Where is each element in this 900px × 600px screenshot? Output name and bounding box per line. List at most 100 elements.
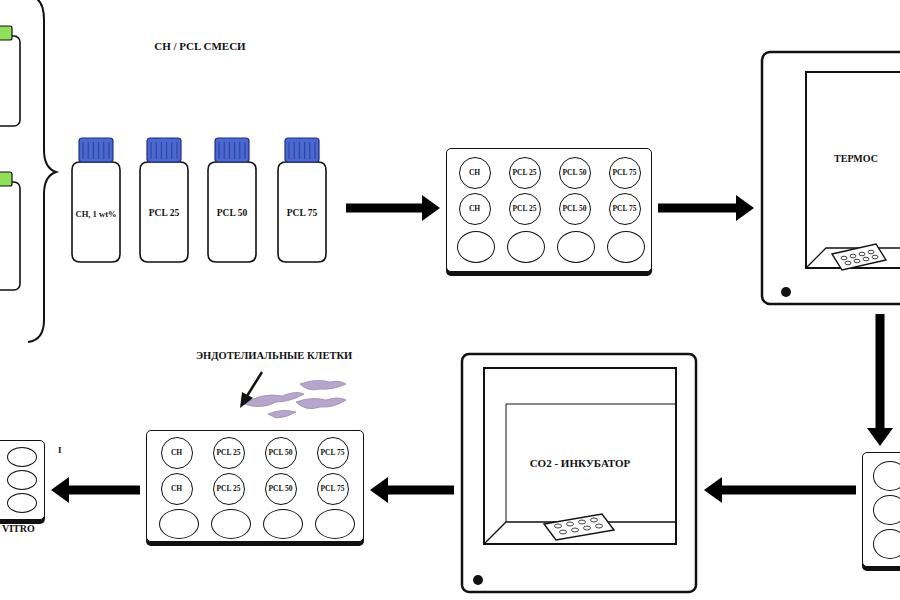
plate-well: PCL 75 [609, 193, 641, 225]
well-label: PCL 75 [321, 449, 345, 457]
plate-well: PCL 25 [213, 437, 245, 469]
well-plate [862, 452, 900, 567]
cells-pointer [240, 372, 262, 408]
well-label: CH [469, 205, 480, 213]
device-label: CO2 - ИНКУБАТОР [530, 458, 631, 470]
text-area: CH [163, 475, 190, 502]
plate-well: PCL 25 [509, 157, 541, 189]
well-label: PCL 75 [613, 169, 637, 177]
empty-well [315, 509, 355, 539]
text-area: CH, 1 wt% [74, 182, 118, 246]
well-label: CH [171, 449, 182, 457]
thermostat-outline [760, 50, 900, 308]
device-label: ТЕРМОС [834, 154, 878, 165]
flow-arrow [370, 477, 454, 503]
plate-well: PCL 50 [265, 473, 297, 505]
text-area: PCL 25 [511, 195, 538, 222]
text-area: PCL 50 [267, 439, 294, 466]
empty-well [873, 495, 900, 525]
well-plate: CH PCL 25 PCL 50 PCL 75 CH PCL 25 PCL 50 PCL 75 [146, 430, 364, 542]
partial-vial [0, 26, 20, 290]
well-label: PCL 50 [563, 169, 587, 177]
text-area: CH [461, 159, 488, 186]
empty-well [607, 231, 645, 263]
empty-well [557, 231, 595, 263]
text-area: PCL 25 [511, 159, 538, 186]
text-area: CO2 - ИНКУБАТОР [490, 450, 670, 478]
plate-well: PCL 75 [317, 473, 349, 505]
plate-well: CH [459, 157, 491, 189]
vial-outline [68, 136, 124, 264]
empty-well [7, 493, 37, 513]
vial: PCL 50 [204, 136, 260, 264]
flow-arrow [658, 195, 754, 221]
vial-outline [274, 136, 330, 264]
empty-well [507, 231, 545, 263]
text-area: PCL 50 [561, 159, 588, 186]
plate-well: CH [161, 437, 193, 469]
well-label: PCL 25 [513, 205, 537, 213]
annotation: ЭНДОТЕЛИАЛЬНЫЕ КЛЕТКИ [196, 350, 352, 361]
empty-well [7, 447, 37, 467]
vial-outline [136, 136, 192, 264]
annotation: VITRO [2, 524, 35, 535]
empty-well [873, 461, 900, 491]
text-area: PCL 50 [267, 475, 294, 502]
text-area: PCL 75 [319, 439, 346, 466]
well-label: PCL 25 [217, 449, 241, 457]
plate-well: PCL 50 [559, 157, 591, 189]
text-area: PCL 50 [561, 195, 588, 222]
vial-label: PCL 25 [149, 209, 179, 219]
plate-well: PCL 75 [317, 437, 349, 469]
plate-well: PCL 25 [213, 473, 245, 505]
empty-well [211, 509, 251, 539]
text-area: PCL 25 [215, 475, 242, 502]
empty-well [263, 509, 303, 539]
text-area: PCL 75 [280, 182, 324, 246]
text-area: PCL 50 [210, 182, 254, 246]
well-plate: CH PCL 25 PCL 50 PCL 75 CH PCL 25 PCL 50 PCL 75 [446, 148, 652, 272]
text-area: PCL 75 [319, 475, 346, 502]
text-area: CH / PCL СМЕСИ [60, 36, 340, 58]
thermostat: ТЕРМОС [760, 50, 900, 308]
well-label: PCL 50 [269, 485, 293, 493]
vial: CH, 1 wt% [68, 136, 124, 264]
plate-well: PCL 50 [265, 437, 297, 469]
flow-arrow [867, 314, 893, 446]
plate-well: CH [161, 473, 193, 505]
flow-arrow [704, 477, 856, 503]
plate-well: PCL 25 [509, 193, 541, 225]
well-label: PCL 75 [321, 485, 345, 493]
well-label: PCL 50 [563, 205, 587, 213]
well-label: CH [171, 485, 182, 493]
vial-label: PCL 50 [217, 209, 247, 219]
vial-label: CH, 1 wt% [75, 210, 116, 219]
empty-well [159, 509, 199, 539]
text-area: CH [163, 439, 190, 466]
text-area: ТЕРМОС [812, 144, 900, 174]
incubator-outline [460, 352, 698, 594]
well-label: PCL 50 [269, 449, 293, 457]
plate-well: PCL 50 [559, 193, 591, 225]
endothelial-cells [244, 380, 346, 418]
plate-well: CH [459, 193, 491, 225]
empty-well [7, 470, 37, 490]
text-area: PCL 25 [215, 439, 242, 466]
sample-group: CH / PCL СМЕСИ CH, 1 wt% PCL 25 PCL 50 PCL 7… [60, 36, 340, 268]
text-area: PCL 25 [142, 182, 186, 246]
well-label: PCL 25 [217, 485, 241, 493]
well-plate [0, 440, 45, 520]
empty-well [873, 529, 900, 559]
well-label: PCL 75 [613, 205, 637, 213]
text-area: CH [461, 195, 488, 222]
well-label: PCL 25 [513, 169, 537, 177]
vial-outline [204, 136, 260, 264]
empty-well [457, 231, 495, 263]
group-heading: CH / PCL СМЕСИ [154, 41, 245, 53]
text-area: PCL 75 [611, 159, 638, 186]
vial-label: PCL 75 [287, 209, 317, 219]
vial: PCL 25 [136, 136, 192, 264]
text-area: PCL 75 [611, 195, 638, 222]
flow-arrow [346, 195, 440, 221]
